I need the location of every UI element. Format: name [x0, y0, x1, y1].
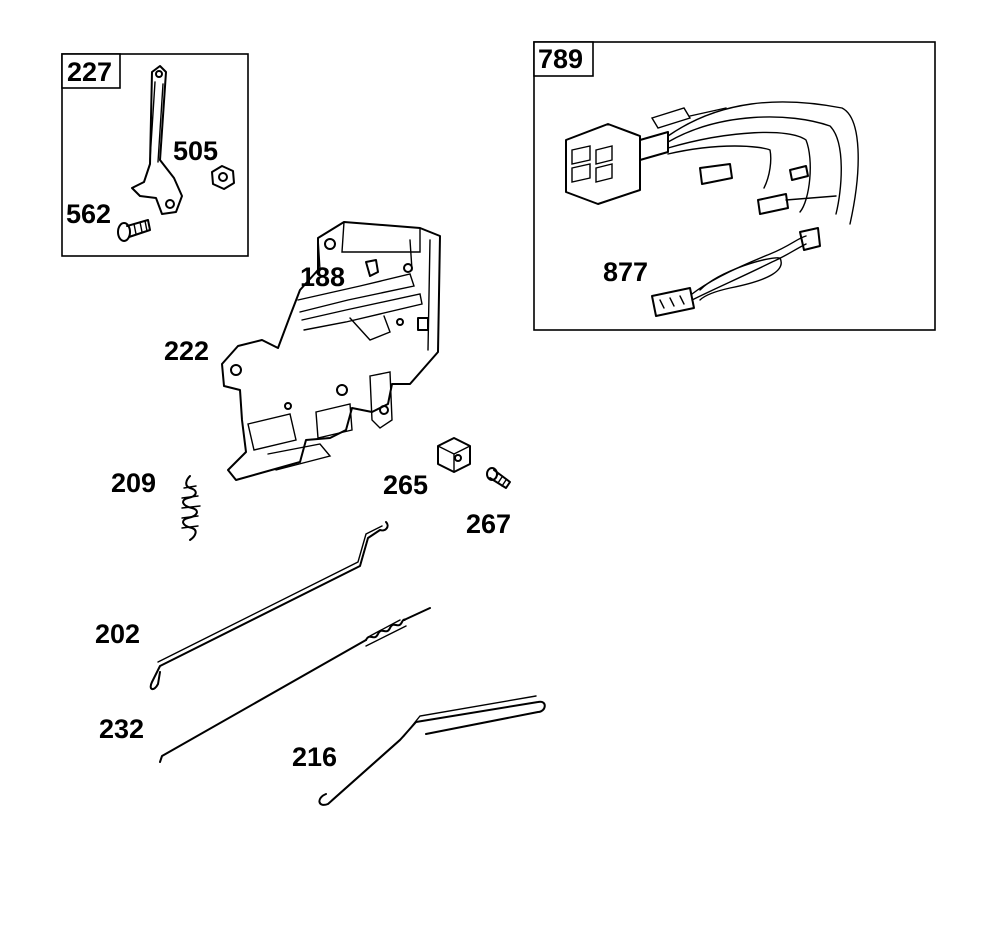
- harness-terminals-part: [699, 163, 837, 215]
- callout-216: 216: [292, 742, 337, 772]
- callout-202: 202: [95, 619, 140, 649]
- control-bracket-part: [221, 221, 441, 481]
- callout-222: 222: [164, 336, 209, 366]
- clip-block-part: [437, 437, 471, 473]
- callout-232: 232: [99, 714, 144, 744]
- callout-265: 265: [383, 470, 428, 500]
- governor-rod-part: [159, 607, 431, 763]
- callout-789: 789: [538, 44, 583, 74]
- callout-267: 267: [466, 509, 511, 539]
- inset-box-227: 227 505 562: [61, 53, 249, 257]
- small-screw-part: [486, 467, 511, 489]
- link-rod-part: [149, 521, 389, 690]
- harness-wires-part: [650, 101, 859, 225]
- hex-nut-part: [211, 165, 235, 190]
- pin-part: [365, 259, 379, 277]
- callout-209: 209: [111, 468, 156, 498]
- callout-227: 227: [67, 57, 112, 87]
- choke-link-part: [318, 695, 546, 806]
- inset-box-789: 789: [533, 41, 936, 331]
- screw-part: [117, 219, 151, 242]
- spring-part: [181, 475, 201, 541]
- callout-877: 877: [603, 257, 648, 287]
- callout-188: 188: [300, 262, 345, 292]
- sub-harness-part: [651, 227, 821, 317]
- callout-562: 562: [66, 199, 111, 229]
- control-lever-part: [131, 65, 183, 215]
- callout-505: 505: [173, 136, 218, 166]
